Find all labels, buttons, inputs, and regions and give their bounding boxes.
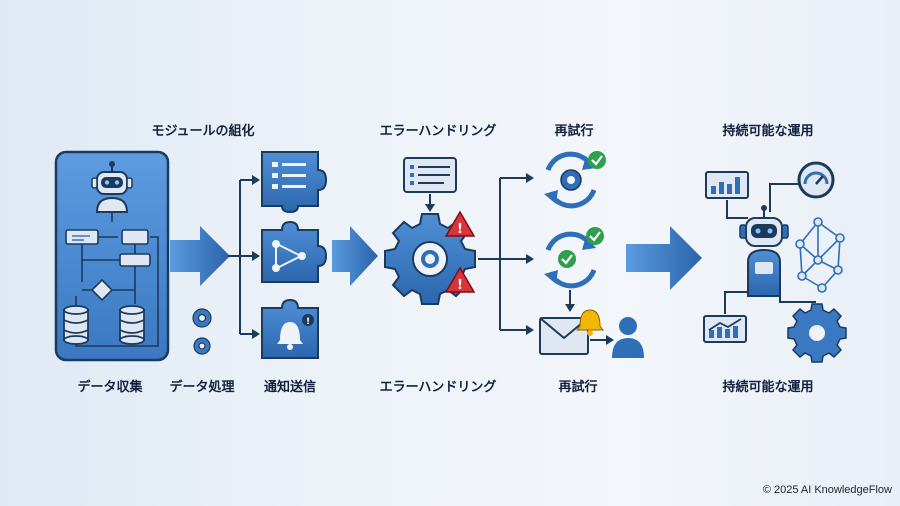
gauge-icon — [797, 161, 835, 199]
user-icon — [612, 317, 644, 358]
gear-icon — [560, 169, 582, 191]
label-top-modular: モジュールの組化 — [151, 124, 255, 139]
warning-icon: ! ! — [444, 210, 476, 293]
database-icon — [63, 305, 145, 345]
label-top-retry: 再試行 — [554, 124, 594, 139]
check-icon — [558, 227, 604, 268]
svg-text:!: ! — [306, 317, 310, 327]
label-bottom-process: データ処理 — [169, 380, 235, 395]
line-chart-icon — [703, 315, 747, 343]
check-icon — [588, 151, 606, 169]
puzzle-flow-icon — [261, 220, 328, 283]
label-bottom-collect: データ収集 — [77, 380, 143, 395]
label-bottom-ops: 持続可能な運用 — [722, 380, 814, 395]
flow-arrow-1 — [170, 226, 230, 286]
svg-text:!: ! — [457, 222, 463, 237]
label-bottom-error: エラーハンドリング — [379, 380, 497, 395]
branch-connector-modules — [228, 175, 260, 339]
svg-text:!: ! — [457, 278, 463, 293]
flow-arrow-2 — [332, 226, 378, 286]
label-bottom-notify: 通知送信 — [263, 380, 317, 395]
label-top-ops: 持続可能な運用 — [722, 124, 814, 139]
network-icon — [795, 217, 845, 293]
robot-icon — [91, 161, 133, 213]
gear-icon — [192, 308, 212, 355]
puzzle-list-icon — [261, 151, 328, 214]
puzzle-bell-icon: ! — [261, 298, 319, 359]
bell-icon — [576, 309, 604, 336]
bar-chart-icon — [705, 171, 749, 199]
branch-connector-retry — [478, 173, 534, 335]
robot-icon — [739, 205, 789, 297]
label-top-error: エラーハンドリング — [379, 124, 497, 139]
gear-icon — [787, 303, 847, 363]
flow-arrow-3 — [626, 226, 702, 290]
data-collection-panel — [54, 150, 170, 362]
copyright-text: © 2025 AI KnowledgeFlow — [762, 484, 892, 496]
error-log-icon — [403, 157, 457, 212]
label-bottom-retry: 再試行 — [558, 380, 598, 395]
